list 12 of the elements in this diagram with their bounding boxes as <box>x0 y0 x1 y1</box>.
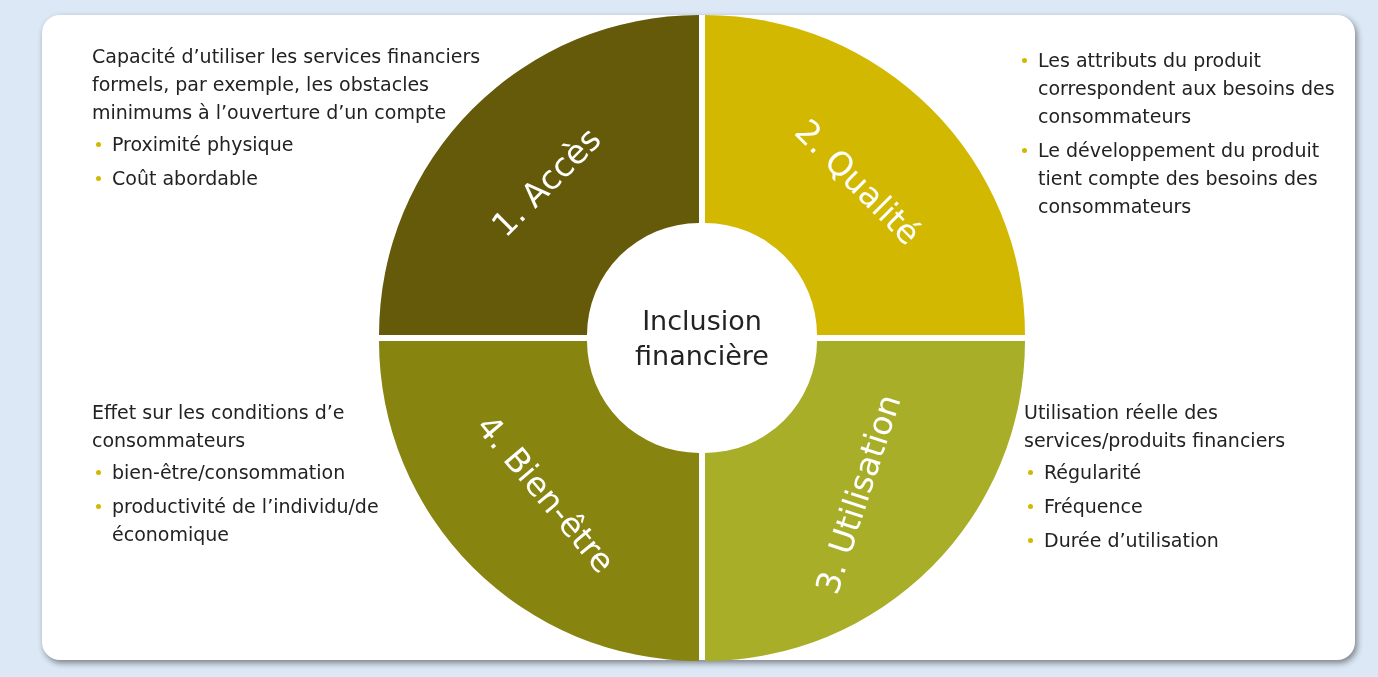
bullet-item: Coût abordable <box>92 164 482 192</box>
bullet-item: Proximité physique <box>92 130 482 158</box>
bullet-item: productivité de l’individu/de économique <box>92 492 392 548</box>
bullet-item: Les attributs du produit correspondent aux besoins des consommateurs <box>1018 46 1338 130</box>
center-label: Inclusion financière <box>634 303 770 373</box>
bullet-item: bien-être/consommation <box>92 458 392 486</box>
bullet-item: Régularité <box>1024 458 1334 486</box>
bullet-item: Durée d’utilisation <box>1024 526 1334 554</box>
description-text: Utilisation réelle des services/produits financiers <box>1024 400 1287 453</box>
bullet-item: Fréquence <box>1024 492 1334 520</box>
description-text: Capacité d’utiliser les services financiers formels, par exemple, les obstacles minimums à l’ouverture d’un compte <box>92 44 482 125</box>
bullet-item: Le développement du produit tient compte des besoins des consommateurs <box>1018 136 1338 220</box>
